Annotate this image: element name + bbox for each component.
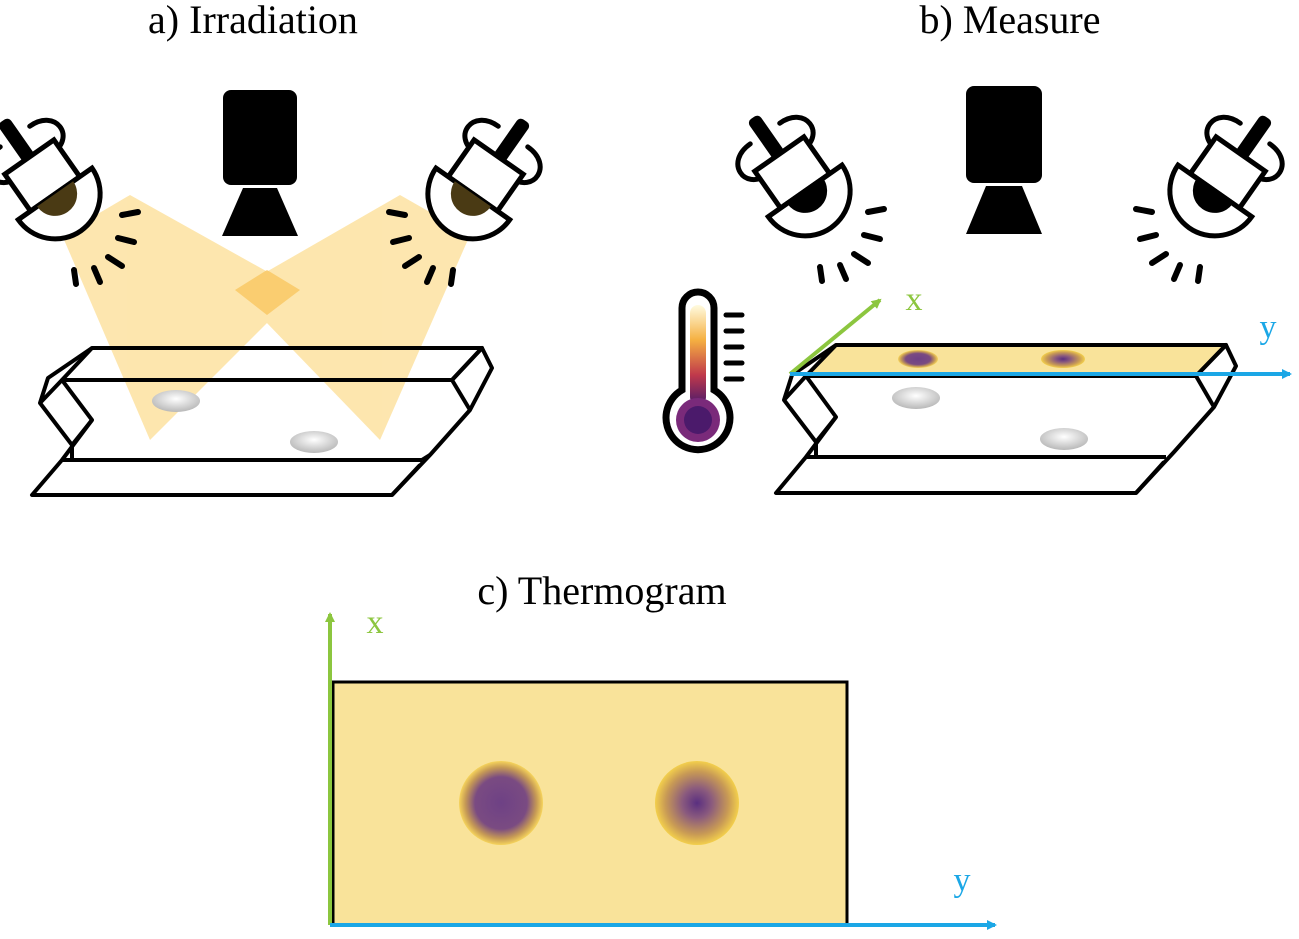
panel-c: c) Thermogram x y bbox=[325, 568, 997, 930]
panel-b-title: b) Measure bbox=[919, 0, 1100, 42]
subsurface-defect bbox=[1040, 428, 1088, 450]
lamp-rays-right bbox=[1133, 206, 1203, 284]
light-beams bbox=[62, 195, 470, 440]
heated-surface bbox=[806, 345, 1226, 376]
panel-a: a) Irradiation bbox=[0, 0, 543, 497]
y-axis-label: y bbox=[1260, 309, 1277, 346]
thermogram-surface bbox=[331, 680, 849, 927]
panel-a-title: a) Irradiation bbox=[148, 0, 358, 42]
panel-b: b) Measure bbox=[662, 0, 1292, 495]
lamp-rays-right bbox=[386, 209, 456, 287]
sample-block-a bbox=[30, 346, 494, 497]
thermogram-hot-spot bbox=[655, 761, 739, 845]
thermometer-icon bbox=[662, 288, 745, 454]
sample-block-b bbox=[774, 343, 1238, 495]
thermogram-hot-spot bbox=[459, 761, 543, 845]
lamp-rays-left bbox=[71, 209, 141, 287]
surface-hot-spot bbox=[1041, 350, 1085, 368]
panel-c-title: c) Thermogram bbox=[477, 568, 726, 613]
spotlight-icon bbox=[1167, 114, 1285, 239]
subsurface-defect bbox=[290, 431, 338, 453]
surface-hot-spot bbox=[898, 350, 938, 368]
x-axis-label: x bbox=[906, 281, 923, 318]
camera-icon bbox=[222, 90, 298, 236]
subsurface-defect bbox=[892, 387, 940, 409]
spotlight-icon bbox=[735, 114, 853, 239]
subsurface-defect bbox=[152, 390, 200, 412]
camera-icon bbox=[966, 86, 1042, 234]
x-axis-label: x bbox=[367, 604, 384, 641]
spotlight-icon bbox=[0, 117, 103, 242]
beam-overlap bbox=[235, 270, 300, 315]
y-axis-label: y bbox=[954, 862, 971, 899]
lamp-rays-left bbox=[817, 206, 887, 284]
spotlight-icon bbox=[425, 117, 543, 242]
x-axis-arrow bbox=[788, 298, 882, 376]
